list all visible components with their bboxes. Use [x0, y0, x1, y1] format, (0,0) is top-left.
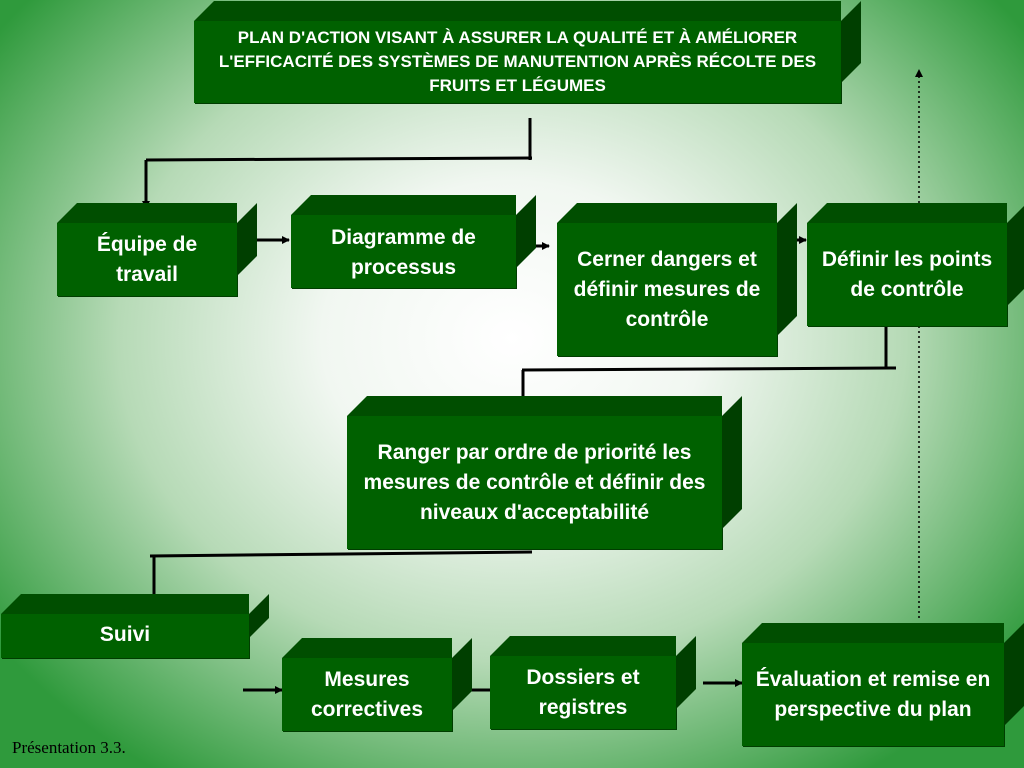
title-text: PLAN D'ACTION VISANT À ASSURER LA QUALIT… [218, 28, 817, 95]
box-cerner: Cerner dangers et définir mesures de con… [557, 223, 777, 356]
box-suivi-label: Suivi [99, 623, 151, 646]
box-ranger: Ranger par ordre de priorité les mesures… [347, 416, 722, 549]
box-evaluation-label: Évaluation et remise en perspective du p… [755, 667, 991, 721]
presentation-footer: Présentation 3.3. [12, 738, 126, 757]
box-mesures-label: Mesures correctives [310, 667, 424, 721]
box-equipe: Équipe de travail [57, 223, 237, 296]
box-ranger-label: Ranger par ordre de priorité les mesures… [363, 440, 706, 524]
connector-definir-left [521, 366, 897, 372]
box-diagramme: Diagramme de processus [291, 215, 516, 288]
box-definir-label: Définir les points de contrôle [821, 247, 993, 301]
connector-title-left [145, 156, 533, 162]
box-mesures: Mesures correctives [282, 658, 452, 731]
box-diagramme-label: Diagramme de processus [331, 226, 476, 279]
box-cerner-label: Cerner dangers et définir mesures de con… [573, 247, 761, 331]
box-dossiers-label: Dossiers et registres [526, 665, 640, 719]
box-dossiers: Dossiers et registres [490, 656, 676, 729]
box-equipe-label: Équipe de travail [96, 232, 198, 286]
title-box: PLAN D'ACTION VISANT À ASSURER LA QUALIT… [194, 21, 841, 103]
box-evaluation: Évaluation et remise en perspective du p… [742, 643, 1004, 746]
connector-ranger-left [149, 550, 533, 558]
box-definir: Définir les points de contrôle [807, 223, 1007, 326]
box-suivi: Suivi [1, 614, 249, 658]
